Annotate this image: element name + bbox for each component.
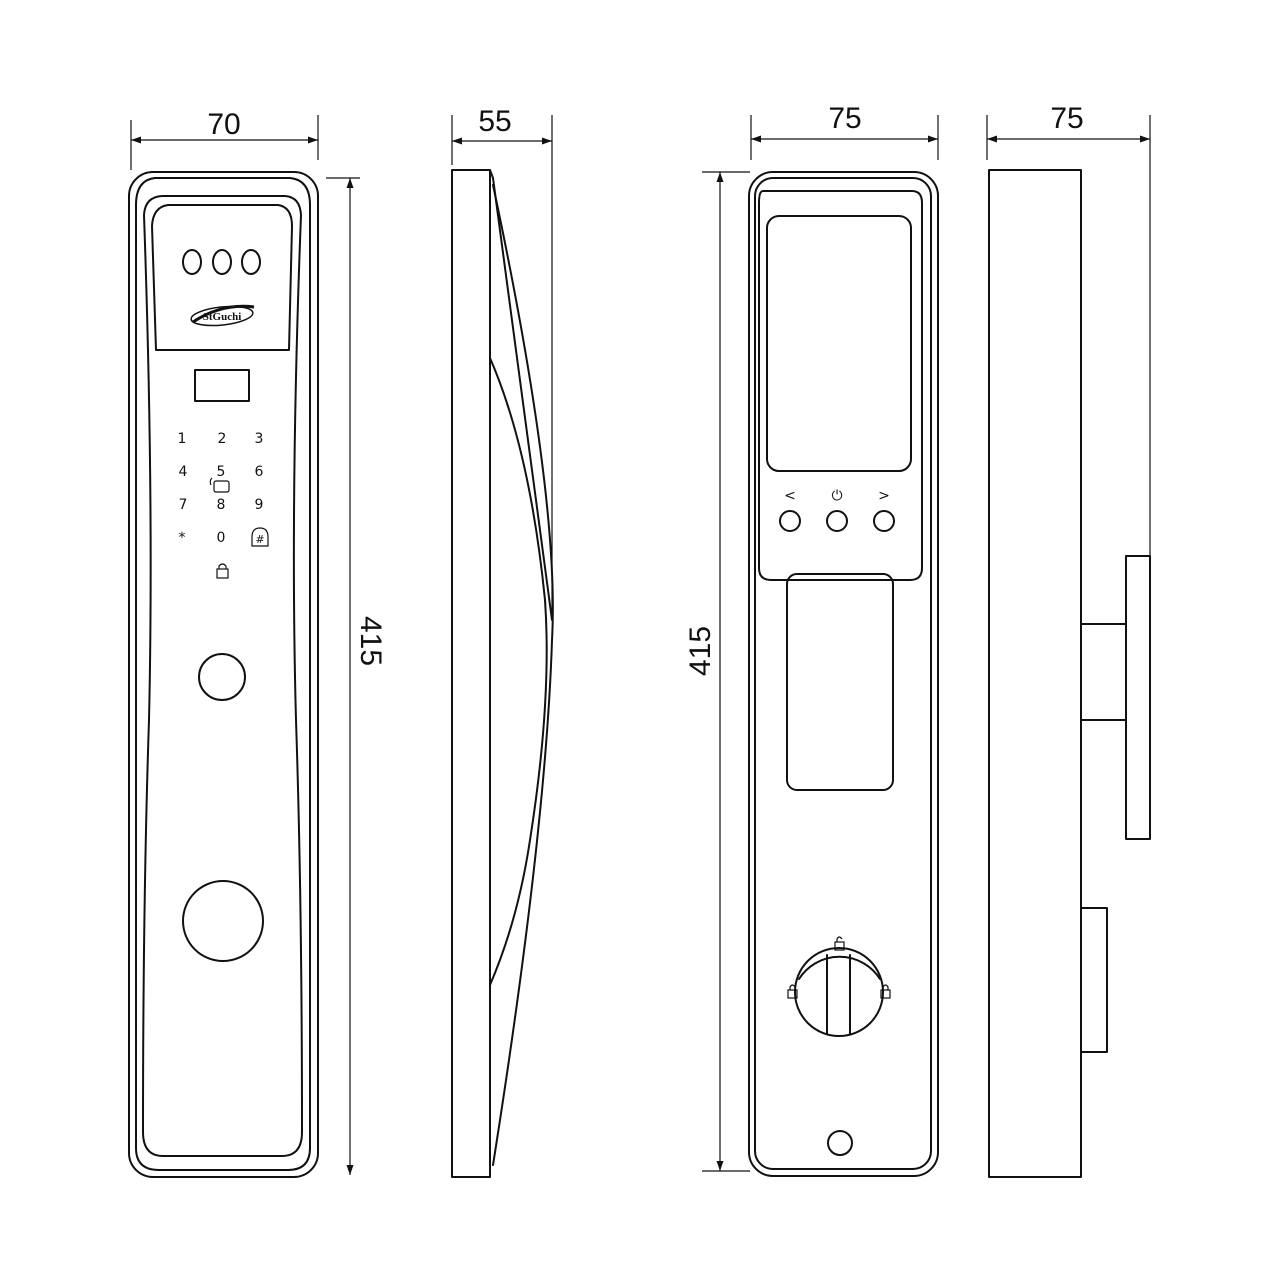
side-outer-curve (492, 184, 554, 1166)
front-knob (198, 653, 246, 701)
back-display-screen (766, 215, 912, 472)
dim-label-back-height: 415 (684, 626, 717, 676)
button-labels: < ⏻ > (784, 488, 890, 504)
dim-label-side2-depth: 75 (1050, 102, 1083, 135)
screen-housing (758, 190, 923, 581)
dim-label-front-width: 70 (207, 108, 240, 141)
key-1: 1 (178, 431, 187, 447)
sensor-lens-icon (182, 249, 202, 275)
side-base-plate (451, 169, 491, 1178)
front-camera-window (151, 204, 293, 351)
dim-front-width: 70 (130, 108, 319, 170)
key-2: 2 (218, 431, 227, 447)
dim-label-front-height: 415 (354, 616, 387, 666)
next-label: > (878, 488, 890, 504)
side2-body (988, 169, 1082, 1178)
nfc-wave-icon (209, 477, 213, 486)
dim-side2-depth: 75 (986, 102, 1151, 556)
dim-back-height: 415 (684, 171, 750, 1172)
next-button[interactable] (873, 510, 895, 532)
key-star: * (179, 530, 186, 546)
side-top-bevel (489, 169, 553, 621)
side-view (451, 169, 554, 1178)
prev-label: < (784, 488, 796, 504)
dim-label-back-width: 75 (828, 102, 861, 135)
back-outer-frame (748, 171, 939, 1177)
power-icon: ⏻ (831, 488, 842, 504)
dim-side-depth: 55 (451, 105, 553, 620)
key-8: 8 (217, 497, 226, 513)
unlock-icon (834, 936, 845, 951)
back-view: < ⏻ > (748, 171, 939, 1177)
key-3: 3 (255, 431, 264, 447)
dim-front-height: 415 (326, 177, 387, 1175)
side2-handle-stem (1080, 623, 1127, 721)
dim-label-side-depth: 55 (478, 105, 511, 138)
key-9: 9 (255, 497, 264, 513)
front-outer-frame (128, 171, 319, 1178)
battery-cover (786, 573, 894, 791)
lock-right-icon (880, 984, 891, 999)
front-inner-frame (135, 177, 311, 1171)
prev-button[interactable] (779, 510, 801, 532)
front-contour-panel (142, 195, 303, 1157)
card-reader-icon (213, 480, 230, 493)
lock-left-icon (787, 984, 798, 999)
key-4: 4 (179, 464, 188, 480)
doorbell-icon (251, 527, 269, 547)
side2-thumb-turn (1080, 907, 1108, 1053)
thumb-turn (794, 947, 884, 1037)
key-7: 7 (179, 497, 188, 513)
side2-handle-grip (1125, 555, 1151, 840)
key-5: 5 (217, 464, 226, 480)
key-hash: # (255, 533, 264, 546)
fingerprint-sensor (194, 369, 250, 402)
back-inner-frame (754, 177, 932, 1170)
sensor-lens-icon (212, 249, 232, 275)
dim-back-width: 75 (750, 102, 939, 160)
lock-icon (216, 563, 229, 579)
key-6: 6 (255, 464, 264, 480)
power-button[interactable] (826, 510, 848, 532)
side-handle-curve (489, 357, 548, 986)
keypad: 1 2 3 4 5 6 7 8 9 * 0 # (178, 431, 269, 579)
front-view: StGuchi 1 2 3 4 5 6 7 8 9 * 0 # (128, 171, 319, 1178)
emergency-keyhole (827, 1130, 853, 1156)
key-0: 0 (217, 530, 226, 546)
svg-text:StGuchi: StGuchi (203, 311, 242, 323)
side-view-2 (988, 169, 1151, 1178)
sensor-lens-icon (241, 249, 261, 275)
front-handle-spindle (182, 880, 264, 962)
brand-logo: StGuchi (190, 304, 255, 327)
